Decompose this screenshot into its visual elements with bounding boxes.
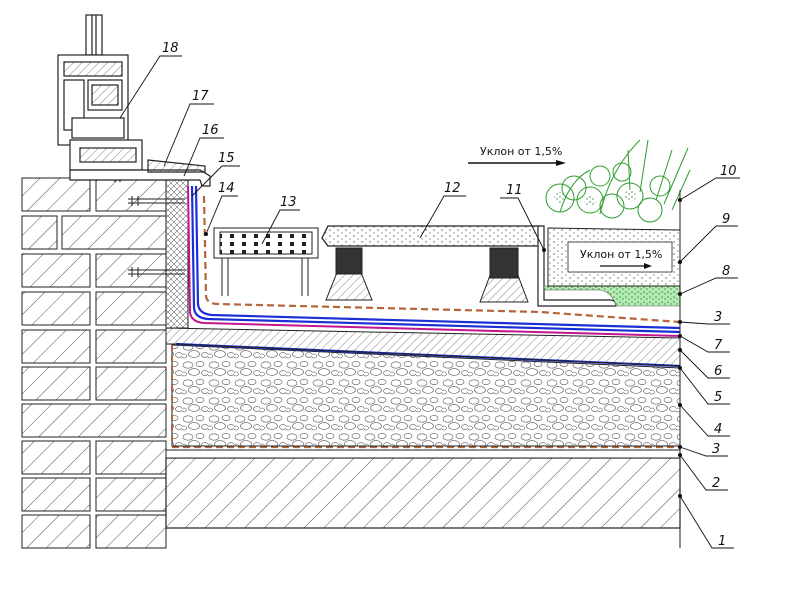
geotextile-top [202,195,681,324]
soil-slope-frame [567,241,673,273]
window-sill [69,159,211,187]
callout-13: 13 [280,195,297,210]
window-frame [57,14,143,182]
callout-labels: 1 2 3 4 5 6 7 3 8 9 10 11 12 13 14 15 16… [162,41,737,549]
leader-lines [119,55,740,549]
slope-annotation-top: Уклон от 1,5% [468,145,566,166]
paver-slab [321,225,545,247]
callout-17: 17 [192,89,209,104]
callout-6: 6 [714,364,722,379]
callout-4: 4 [714,422,722,437]
parapet-insulation [165,179,189,329]
callout-8: 8 [722,264,730,279]
screed-layer [165,327,681,367]
callout-5: 5 [714,390,722,405]
slope-text-top: Уклон от 1,5% [480,145,562,158]
callout-14: 14 [218,181,235,196]
drainage-texture [543,285,681,307]
slope-text-soil: Уклон от 1,5% [580,248,662,261]
brick-wall [21,177,167,549]
callout-2: 2 [712,476,720,491]
callout-7: 7 [714,338,723,353]
pedestal-supports [325,247,529,303]
leader-dots [204,198,682,498]
callout-15: 15 [218,151,235,166]
callout-3-lower: 3 [712,442,720,457]
callout-1: 1 [718,534,726,549]
base-slab [165,457,681,529]
callout-9: 9 [722,212,730,227]
plants [545,139,691,223]
vapor-layer [165,449,681,459]
callout-16: 16 [202,123,219,138]
callout-3-upper: 3 [714,310,722,325]
callout-12: 12 [444,181,461,196]
deck-support [213,227,319,296]
slope-annotation-soil: Уклон от 1,5% [580,248,662,269]
callout-11: 11 [506,183,523,198]
callout-10: 10 [720,164,737,179]
waterproofing-membranes [187,185,681,337]
callout-18: 18 [162,41,179,56]
